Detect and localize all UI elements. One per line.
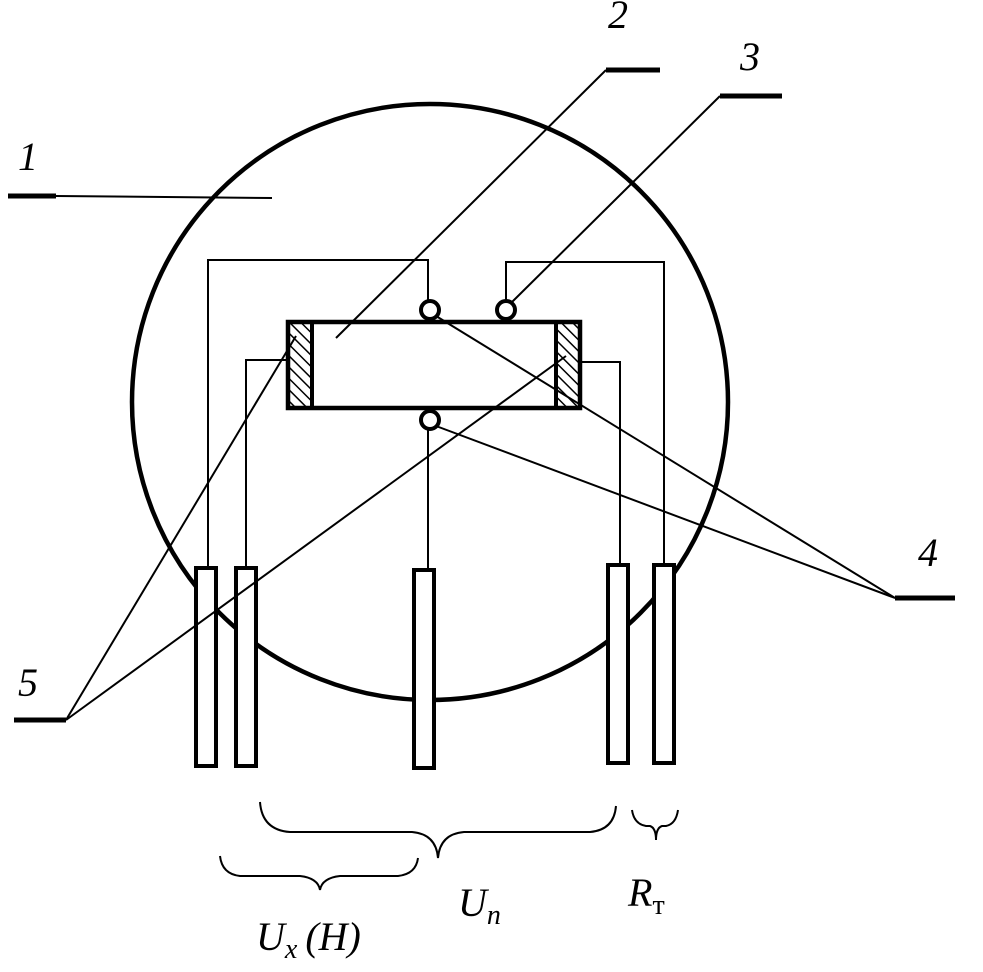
label-ux: Ux(H) bbox=[256, 914, 361, 965]
callout-5-leader-b bbox=[65, 355, 567, 721]
brace-rt bbox=[631, 809, 679, 841]
label-un: Un bbox=[458, 880, 501, 931]
callout-2-label: 2 bbox=[608, 0, 628, 37]
contact-bottom bbox=[419, 409, 441, 431]
brace-ux bbox=[219, 855, 419, 891]
callout-2-leader bbox=[335, 69, 607, 339]
pin-ux-left bbox=[194, 566, 218, 768]
callout-3-label: 3 bbox=[739, 34, 760, 79]
callout-4-leader-a bbox=[435, 315, 896, 599]
callout-4-leader-b bbox=[435, 425, 896, 599]
callout-5-label: 5 bbox=[18, 660, 38, 705]
pin-rt bbox=[652, 563, 676, 765]
pin-ux-right bbox=[234, 566, 258, 768]
callout-5-leader-a bbox=[65, 335, 297, 721]
wire-top-right bbox=[505, 261, 665, 565]
pin-center bbox=[412, 568, 436, 770]
label-rt: Rт bbox=[627, 870, 665, 921]
callout-3-leader bbox=[511, 95, 721, 303]
wire-top-left bbox=[207, 259, 429, 568]
brace-un bbox=[259, 801, 617, 859]
electrode-left bbox=[286, 320, 314, 410]
wire-electrode-left bbox=[245, 359, 288, 568]
crystal-body bbox=[285, 319, 583, 411]
wire-electrode-right bbox=[580, 361, 621, 565]
callout-4-label: 4 bbox=[918, 530, 938, 575]
contact-top-right bbox=[495, 299, 517, 321]
callout-1-leader bbox=[55, 195, 273, 199]
callout-1-label: 1 bbox=[18, 134, 38, 179]
contact-top-left bbox=[419, 299, 441, 321]
pin-un-right bbox=[606, 563, 630, 765]
electrode-right bbox=[554, 320, 582, 410]
